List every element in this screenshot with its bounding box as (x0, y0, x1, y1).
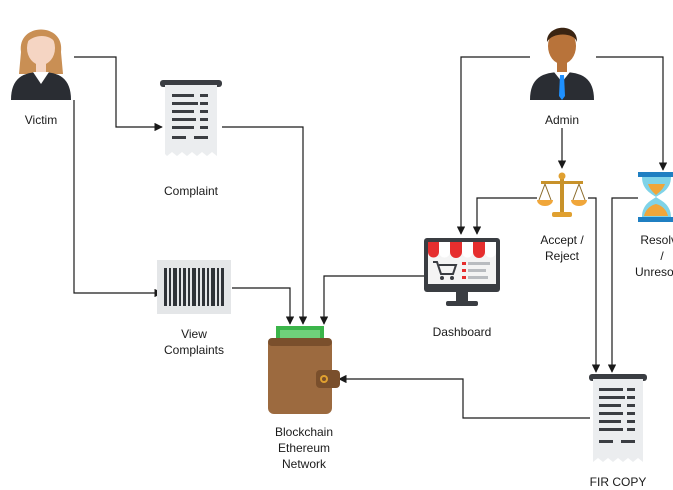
receipt-icon (589, 374, 647, 466)
complaint-label: Complaint (163, 184, 219, 198)
admin-node[interactable] (528, 12, 596, 102)
edge-resolve-fir (607, 197, 638, 373)
edge-accept-reject-fir (588, 197, 601, 373)
victim-label: Victim (24, 113, 58, 127)
fir-copy-node[interactable] (589, 374, 647, 466)
receipt-icon (160, 80, 222, 160)
dashboard-node[interactable] (424, 238, 500, 308)
resolve-node[interactable] (638, 172, 673, 222)
edge-fir-blockchain (338, 374, 590, 419)
edge-accept-reject-dashboard (472, 197, 537, 235)
fir-copy-label: FIR COPY (589, 475, 647, 489)
monitor-shop-icon (424, 238, 500, 308)
accept-reject-node[interactable] (537, 172, 587, 218)
edge-admin-resolve (596, 56, 668, 171)
edge-view-complaints-blockchain (232, 287, 295, 325)
edge-victim-view-complaints (73, 100, 163, 298)
admin-label: Admin (544, 113, 579, 127)
blockchain-label: Blockchain Ethereum Network (274, 425, 334, 471)
view-complaints-label: View Complaints (163, 327, 225, 357)
man-avatar-icon (528, 12, 596, 102)
blockchain-node[interactable] (268, 326, 340, 416)
view-complaints-node[interactable] (157, 260, 231, 314)
barcode-icon (157, 260, 231, 314)
edge-admin-dashboard (456, 56, 530, 235)
accept-reject-label: Accept / Reject (540, 233, 584, 263)
victim-node[interactable] (9, 12, 73, 102)
complaint-node[interactable] (160, 80, 222, 160)
edge-dashboard-blockchain (319, 275, 426, 325)
wallet-icon (268, 326, 340, 416)
hourglass-icon (638, 172, 673, 222)
edge-complaint-blockchain (222, 126, 308, 325)
edge-victim-complaint (74, 56, 163, 132)
woman-avatar-icon (9, 12, 73, 102)
dashboard-label: Dashboard (432, 325, 492, 339)
resolve-label: Resolve / Unresolve (634, 233, 673, 279)
scales-icon (537, 172, 587, 218)
